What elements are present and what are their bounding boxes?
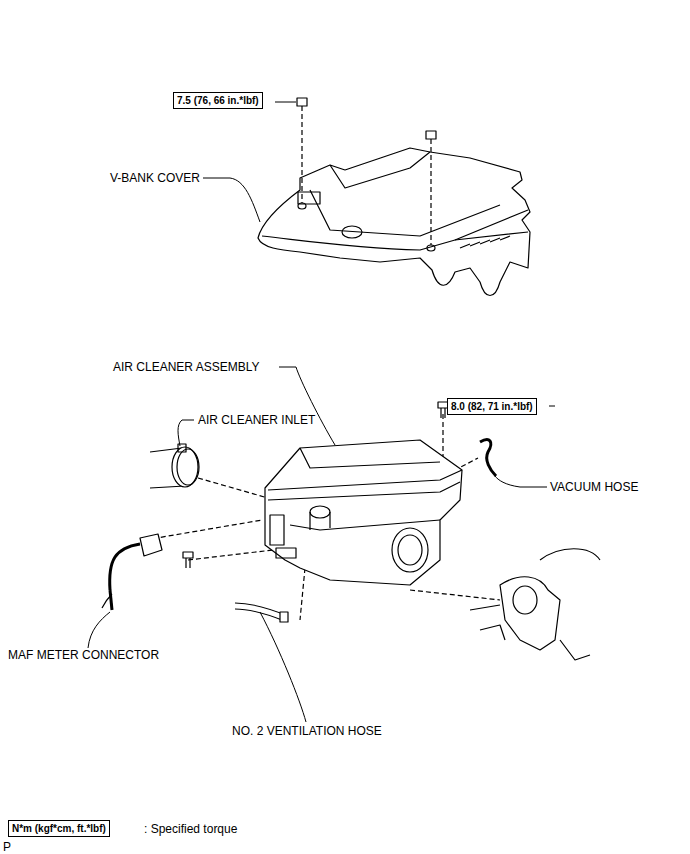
- nut: [297, 98, 436, 139]
- figure-code: P: [2, 840, 12, 854]
- torque-value: 8.0 (82, 71 in.*lbf): [451, 401, 533, 412]
- torque-value: 7.5 (76, 66 in.*lbf): [177, 95, 259, 106]
- torque-box: 8.0 (82, 71 in.*lbf): [447, 398, 537, 415]
- torque-value: N*m (kgf*cm, ft.*lbf): [12, 823, 106, 834]
- leader-line: [88, 102, 555, 722]
- torque-box: 7.5 (76, 66 in.*lbf): [173, 92, 263, 109]
- air-cleaner-assembly: [265, 440, 462, 585]
- part-name: AIR CLEANER INLET: [197, 413, 316, 427]
- legend-note: : Specified torque: [143, 822, 238, 836]
- throttle-body: [470, 549, 600, 660]
- part-name: V-BANK COVER: [109, 171, 201, 185]
- v-bank-cover: [258, 148, 530, 296]
- part-name: VACUUM HOSE: [549, 480, 639, 494]
- part-name: AIR CLEANER ASSEMBLY: [112, 360, 261, 374]
- maf-meter-connector: [102, 534, 162, 610]
- part-name: NO. 2 VENTILATION HOSE: [231, 724, 383, 738]
- torque-box: N*m (kgf*cm, ft.*lbf): [8, 820, 110, 837]
- part-name: MAF METER CONNECTOR: [7, 648, 160, 662]
- air-cleaner-inlet: [150, 444, 199, 488]
- vacuum-hose: [480, 440, 496, 476]
